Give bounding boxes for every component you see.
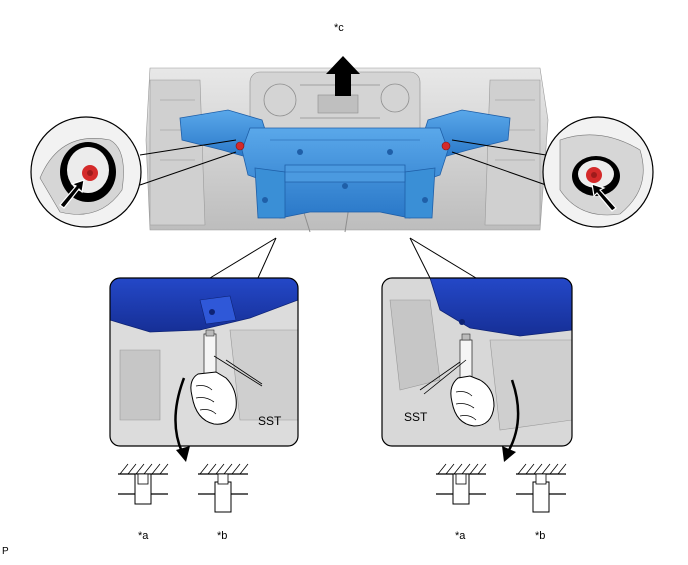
footer-mark: P <box>2 546 9 557</box>
hand-icon <box>190 371 237 425</box>
plug-b-label-left: *b <box>217 530 228 542</box>
left-pin-icon <box>235 141 245 151</box>
direction-label: *c <box>334 22 344 34</box>
plug-state-a-left <box>118 463 169 505</box>
plug-b-label-right: *b <box>535 530 546 542</box>
plug-state-b-right <box>516 463 567 513</box>
left-callout <box>30 116 237 228</box>
pointer-arrow-icon <box>591 183 617 212</box>
right-pin-icon <box>441 141 451 151</box>
right-callout <box>451 116 654 228</box>
plug-state-a-right <box>436 463 487 505</box>
plug-a-label-left: *a <box>138 530 149 542</box>
hand-icon <box>450 375 495 427</box>
plug-a-label-right: *a <box>455 530 466 542</box>
right-leader-line <box>409 237 431 279</box>
front-crossmember <box>179 109 511 219</box>
right-detail-box <box>381 277 573 462</box>
left-detail-box <box>109 277 299 462</box>
tool-label-right: SST <box>404 410 428 424</box>
pointer-arrow-icon <box>59 179 85 209</box>
direction-arrow-icon <box>326 56 360 96</box>
tool-label-left: SST <box>258 414 282 428</box>
plug-state-b-left <box>198 463 249 513</box>
left-leader-line <box>209 237 277 279</box>
